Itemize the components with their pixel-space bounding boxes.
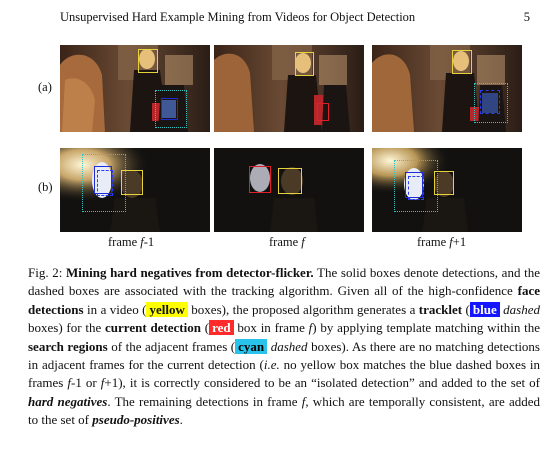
row-a-next-cyan-search-region [474,83,508,123]
row-b-frame-prev-image [60,148,210,232]
row-b-prev-cyan-search-region [82,154,126,212]
row-a-next-yellow-detection [452,50,472,74]
row-b-next-yellow-detection [434,171,454,195]
figure-label: Fig. 2: [28,265,63,280]
cyan-highlight: cyan [235,338,268,354]
row-b-current-red-detection [249,166,271,193]
row-b-frame-prev [60,148,210,232]
row-b-prev-blue-detection [94,166,112,194]
yellow-highlight: yellow [146,301,188,317]
figure-caption: Fig. 2: Mining hard negatives from detec… [28,265,541,428]
frame-label-next: frame f+1 [417,235,467,249]
row-a-prev-cyan-search-region [155,90,187,128]
row-b-next-blue-detection [405,172,423,198]
row-label-a: (a) [38,80,52,94]
row-b-current-yellow-detection [278,168,302,194]
red-highlight: red [209,320,234,336]
row-a-prev-yellow-detection [138,49,158,73]
row-b-frame-next-image [372,148,522,232]
paper-title: Unsupervised Hard Example Mining from Vi… [60,10,416,24]
row-a-current-red-detection [317,103,329,121]
row-b-frame-current-image [214,148,364,232]
frame-label-prev: frame f-1 [108,235,155,249]
page-number: 5 [523,10,530,24]
row-a-current-yellow-detection [295,52,314,76]
row-a-frame-current [214,45,364,132]
row-a-next-blue-dashed-tracklet [480,90,500,114]
row-a-prev-blue-detection [161,98,178,120]
row-b-prev-blue-dashed-tracklet [97,170,113,196]
row-b-prev-yellow-detection [121,170,143,195]
row-b-frame-current [214,148,364,232]
blue-highlight: blue [469,301,500,317]
row-b-next-cyan-search-region [394,160,438,212]
row-a-frame-prev [60,45,210,132]
caption-title: Mining hard negatives from detector-flic… [65,265,314,280]
row-a-frame-prev-image [60,45,210,132]
row-b-next-blue-dashed-tracklet [408,176,424,200]
row-label-b: (b) [38,180,53,194]
frame-label-current: frame f [269,235,305,249]
row-a-frame-current-image [214,45,364,132]
row-a-frame-next [372,45,522,132]
row-b-frame-next [372,148,522,232]
